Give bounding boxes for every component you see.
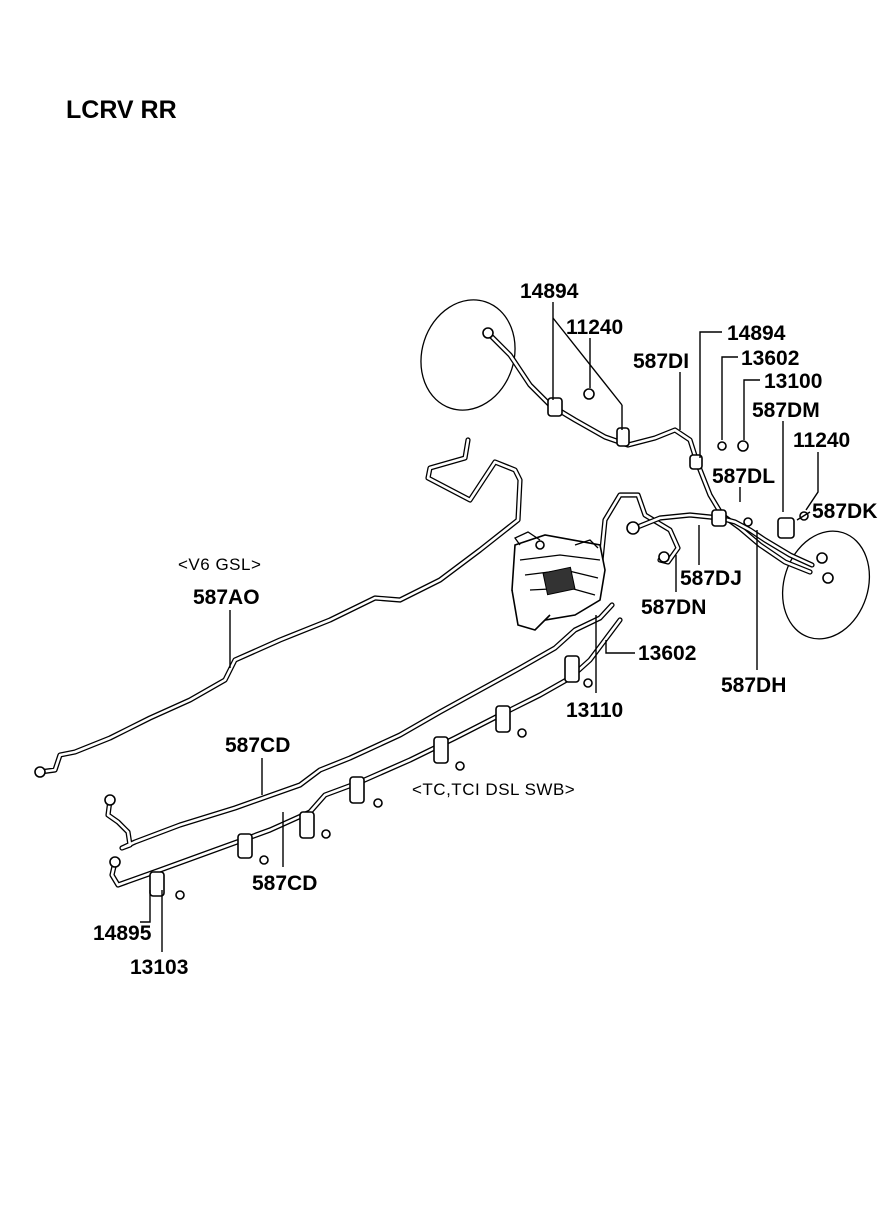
label-13103: 13103 bbox=[130, 956, 188, 979]
clip bbox=[777, 517, 795, 539]
label-587DM: 587DM bbox=[752, 399, 820, 422]
clip bbox=[547, 397, 563, 417]
clip bbox=[149, 871, 185, 900]
label-587DI: 587DI bbox=[633, 350, 689, 373]
clip bbox=[433, 736, 465, 771]
label-11240-upper: 11240 bbox=[566, 316, 623, 339]
leader-lines bbox=[140, 302, 819, 952]
clip bbox=[689, 454, 703, 470]
clip bbox=[349, 776, 383, 808]
valve-assembly bbox=[511, 531, 606, 631]
bolt bbox=[626, 521, 640, 535]
label-13602-lower: 13602 bbox=[638, 642, 696, 665]
bolt bbox=[743, 517, 753, 527]
diagram-title: LCRV RR bbox=[66, 96, 177, 124]
label-13100: 13100 bbox=[764, 370, 822, 393]
note-tc-tci-dsl-swb: <TC,TCI DSL SWB> bbox=[412, 780, 575, 799]
clip bbox=[495, 705, 527, 738]
fitting bbox=[104, 794, 116, 806]
fitting bbox=[482, 327, 494, 339]
clip bbox=[237, 833, 269, 865]
label-587DJ: 587DJ bbox=[680, 567, 742, 590]
left-brake-disc bbox=[420, 299, 516, 411]
label-587AO: 587AO bbox=[193, 586, 260, 609]
fitting bbox=[34, 766, 46, 778]
fitting bbox=[816, 552, 828, 564]
label-13110: 13110 bbox=[566, 699, 623, 722]
label-14894-right: 14894 bbox=[727, 322, 786, 345]
label-14894-upper: 14894 bbox=[520, 280, 579, 303]
brake-pipes bbox=[37, 330, 815, 888]
label-587DL: 587DL bbox=[712, 465, 775, 488]
clip bbox=[711, 509, 727, 527]
bolt bbox=[583, 388, 595, 400]
clip bbox=[299, 811, 331, 839]
label-14895: 14895 bbox=[93, 922, 152, 945]
label-587CD-lower: 587CD bbox=[252, 872, 317, 895]
bolt bbox=[737, 440, 749, 452]
bolt bbox=[658, 551, 670, 563]
fitting bbox=[822, 572, 834, 584]
label-11240-right: 11240 bbox=[793, 429, 850, 452]
label-587DH: 587DH bbox=[721, 674, 786, 697]
label-587CD-upper: 587CD bbox=[225, 734, 290, 757]
bolt bbox=[717, 441, 727, 451]
label-587DN: 587DN bbox=[641, 596, 706, 619]
right-brake-disc bbox=[781, 530, 871, 640]
pipe-clips bbox=[34, 327, 834, 900]
clip bbox=[616, 427, 630, 447]
fitting bbox=[109, 856, 121, 868]
label-13602-upper: 13602 bbox=[741, 347, 799, 370]
clip bbox=[564, 655, 593, 688]
note-v6-gsl: <V6 GSL> bbox=[178, 555, 261, 574]
label-587DK: 587DK bbox=[812, 500, 877, 523]
